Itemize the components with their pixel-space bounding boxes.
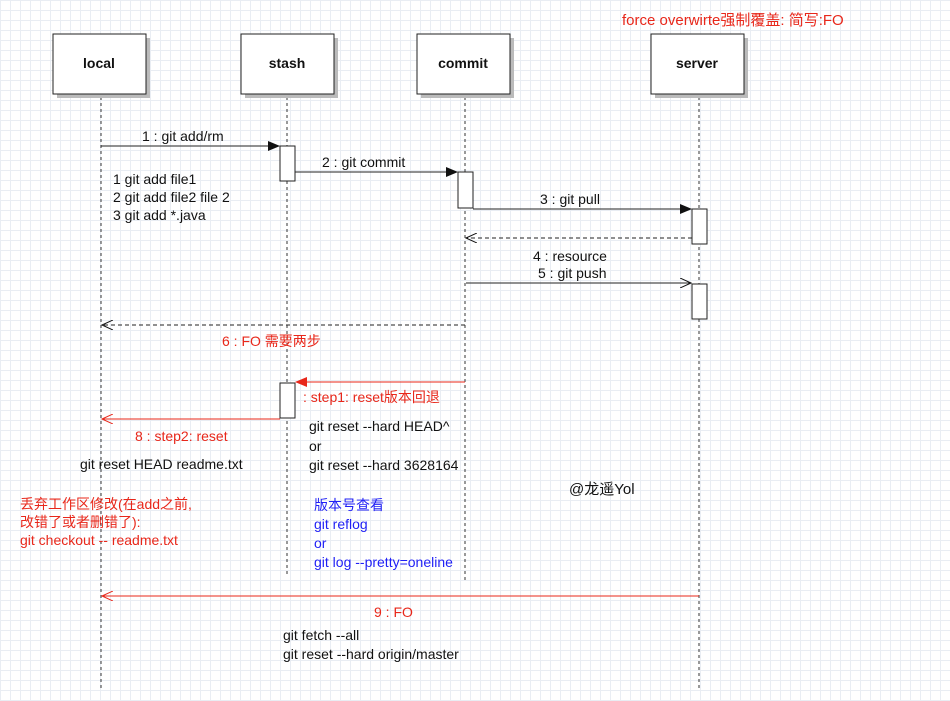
note-version-3: or xyxy=(314,535,327,551)
activation-stash-2 xyxy=(279,382,296,419)
actor-commit: commit xyxy=(416,33,514,98)
svg-text:commit: commit xyxy=(438,55,488,71)
message-label-6: 6 : FO 需要两步 xyxy=(222,333,321,349)
svg-text:server: server xyxy=(676,55,719,71)
note-version-4: git log --pretty=oneline xyxy=(314,554,453,570)
note-fetch-1: git fetch --all xyxy=(283,627,360,643)
note-version-1: 版本号查看 xyxy=(314,497,384,513)
note-reset-1: git reset --hard HEAD^ xyxy=(309,418,450,434)
svg-text:stash: stash xyxy=(269,55,306,71)
message-label-1: 1 : git add/rm xyxy=(142,128,224,144)
activation-server-1 xyxy=(691,208,708,245)
title-note: force overwirte强制覆盖: 简写:FO xyxy=(622,12,844,29)
note-reset-3: git reset --hard 3628164 xyxy=(309,457,459,473)
note-fetch-2: git reset --hard origin/master xyxy=(283,646,459,662)
note-discard-3: git checkout -- readme.txt xyxy=(20,532,178,548)
message-label-3: 3 : git pull xyxy=(540,191,600,207)
actor-stash: stash xyxy=(240,33,338,98)
note-add-1: 1 git add file1 xyxy=(113,171,197,187)
note-add-3: 3 git add *.java xyxy=(113,207,206,223)
watermark: @龙遥Yol xyxy=(569,481,635,498)
message-label-9: 9 : FO xyxy=(374,604,413,620)
actor-local: local xyxy=(52,33,150,98)
note-reset-head: git reset HEAD readme.txt xyxy=(80,456,243,472)
message-label-2: 2 : git commit xyxy=(322,154,406,170)
activation-commit-1 xyxy=(457,171,474,209)
message-label-4: 4 : resource xyxy=(533,248,607,264)
note-discard-1: 丢弃工作区修改(在add之前, xyxy=(20,496,192,512)
activation-stash-1 xyxy=(279,145,296,182)
message-label-7: : step1: reset版本回退 xyxy=(303,389,440,405)
actor-server: server xyxy=(650,33,748,98)
note-version-2: git reflog xyxy=(314,516,368,532)
note-reset-2: or xyxy=(309,438,322,454)
note-add-2: 2 git add file2 file 2 xyxy=(113,189,230,205)
activation-server-2 xyxy=(691,283,708,320)
svg-text:local: local xyxy=(83,55,115,71)
note-discard-2: 改错了或者删错了): xyxy=(20,514,141,530)
message-label-5: 5 : git push xyxy=(538,265,607,281)
message-label-8: 8 : step2: reset xyxy=(135,428,228,444)
